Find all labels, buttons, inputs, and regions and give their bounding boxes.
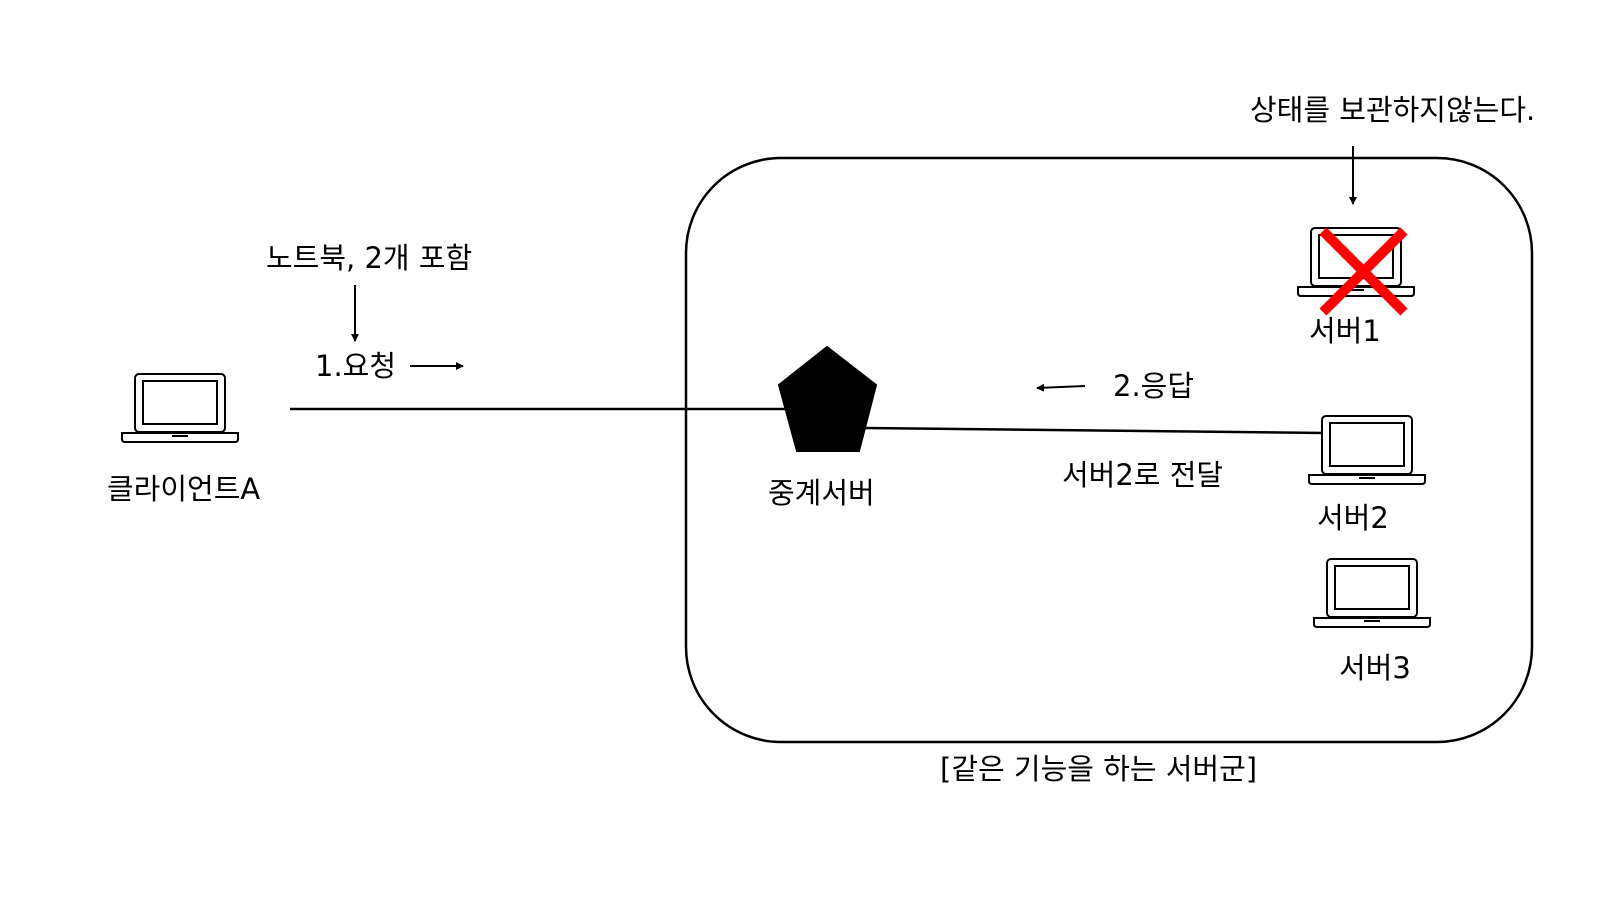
forward-label: 서버2로 전달 [1062, 458, 1224, 492]
server2-laptop-icon [1308, 415, 1426, 485]
server-group-label: [같은 기능을 하는 서버군] [940, 752, 1258, 786]
server3-laptop-icon [1313, 558, 1431, 628]
relay-server-pentagon-icon [777, 345, 878, 452]
laptop-note: 노트북, 2개 포함 [266, 241, 473, 275]
server1-label: 서버1 [1309, 314, 1381, 348]
relay-server-label: 중계서버 [768, 476, 875, 510]
server-group-box [684, 156, 1534, 744]
response-arrow-icon [1036, 383, 1086, 392]
response-label: 2.응답 [1113, 369, 1195, 403]
client-laptop-icon [121, 373, 239, 443]
relay-server2-line [861, 426, 1326, 435]
stateless-note: 상태를 보관하지않는다. [1250, 93, 1536, 127]
server1-x-mark-icon [1319, 227, 1408, 316]
server2-label: 서버2 [1317, 501, 1389, 535]
client-label: 클라이언트A [107, 472, 261, 506]
request-label: 1.요청 [315, 349, 397, 383]
server3-label: 서버3 [1339, 651, 1411, 685]
